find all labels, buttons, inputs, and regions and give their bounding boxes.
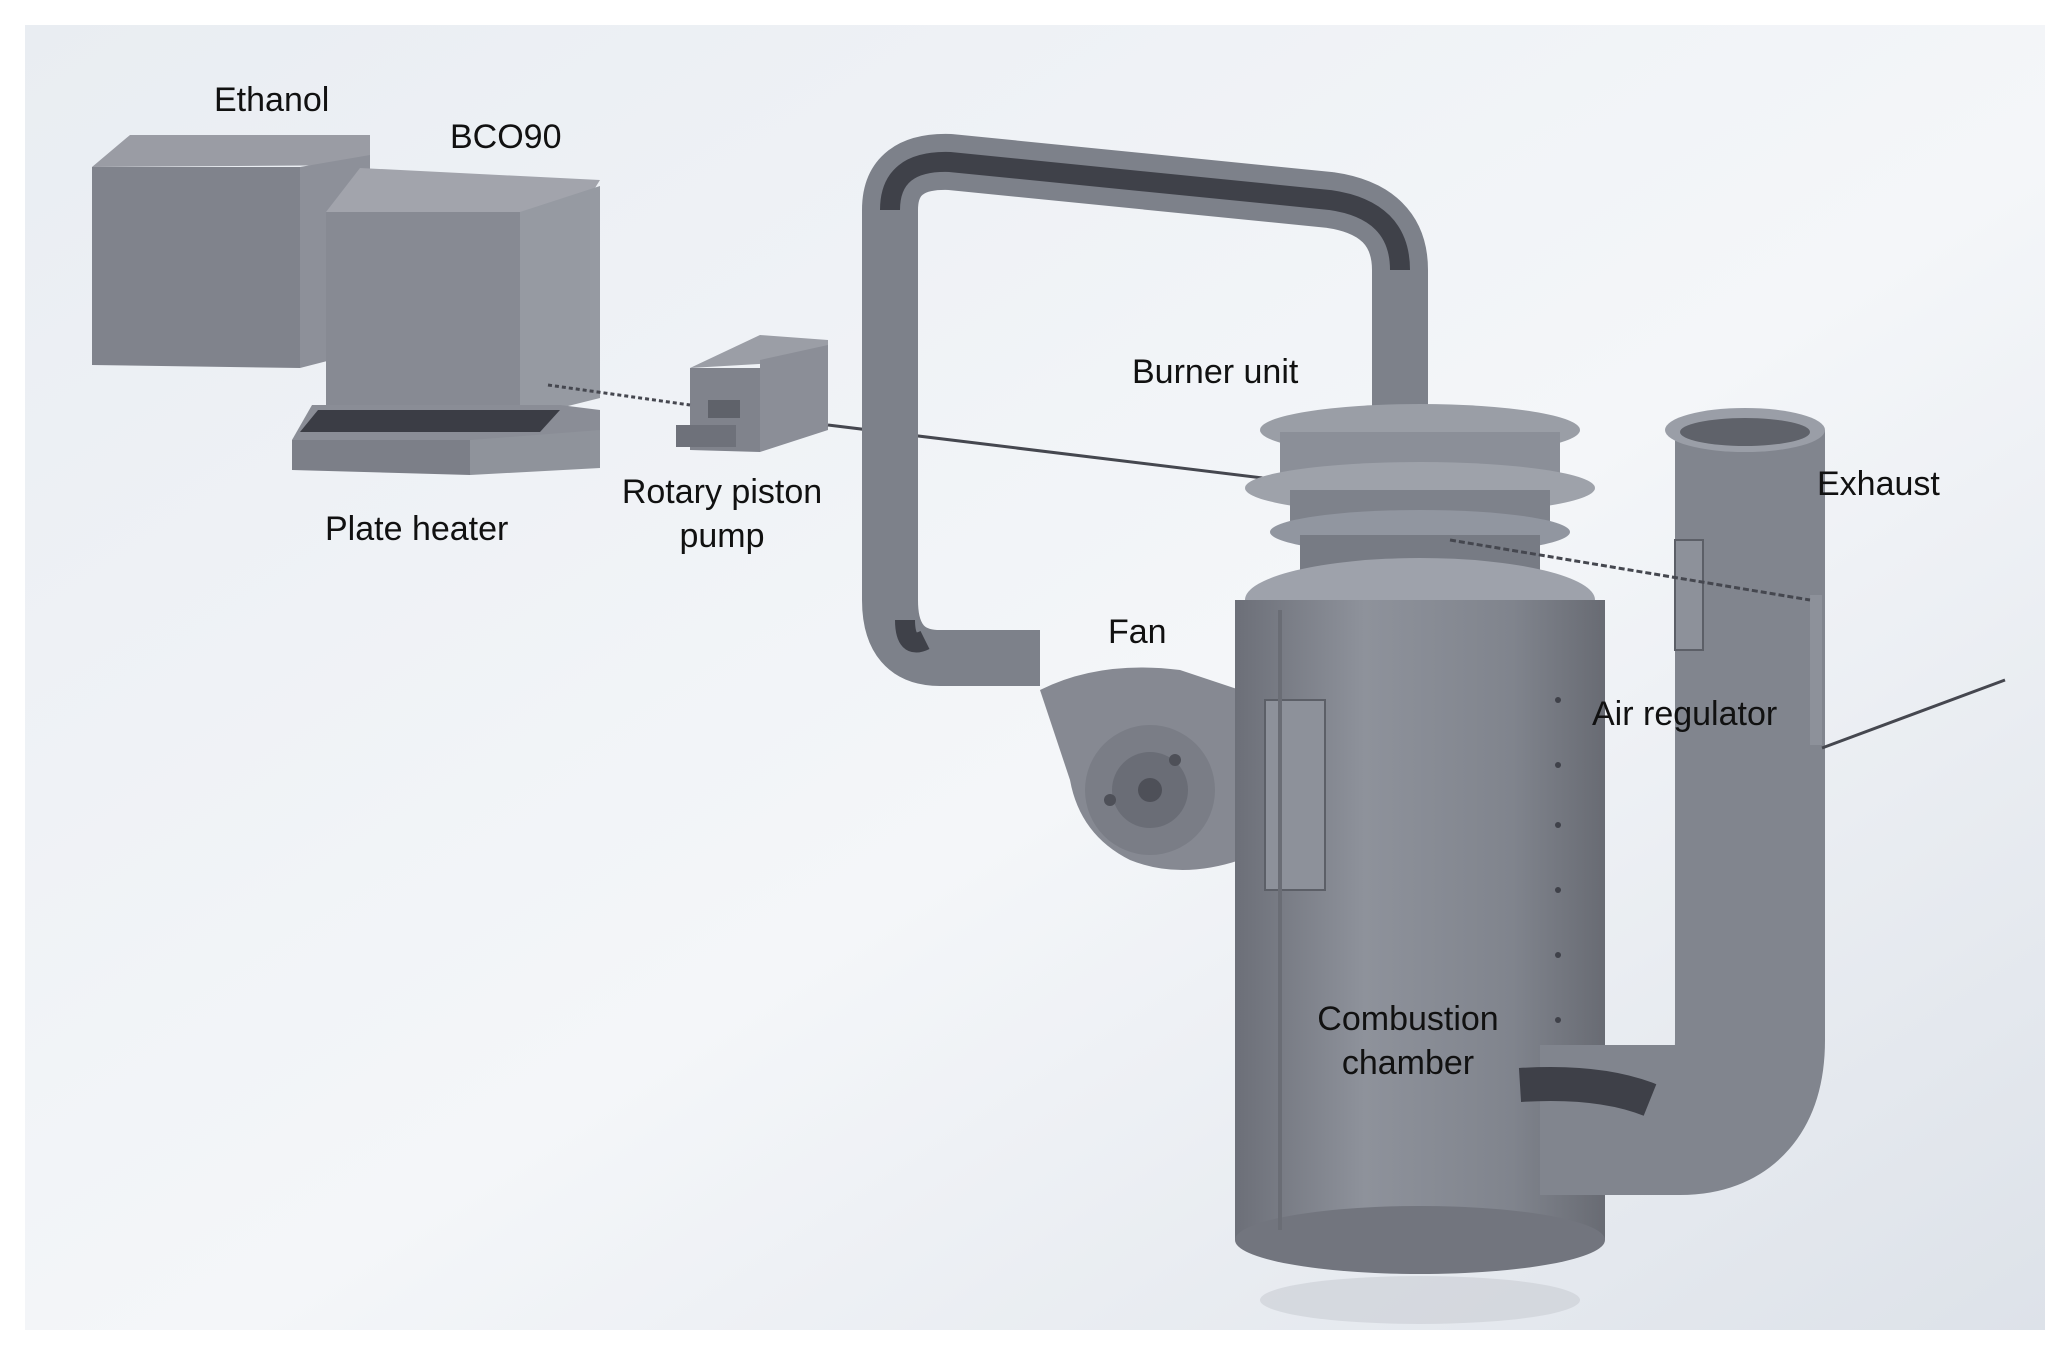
rotary-piston-pump	[676, 335, 828, 452]
burner-unit	[1245, 404, 1595, 570]
bco90-tank	[326, 168, 600, 418]
combustion-chamber	[1235, 558, 1605, 1324]
label-combustion-chamber: Combustion chamber	[1317, 997, 1498, 1085]
label-bco90: BCO90	[450, 118, 562, 156]
air-regulator	[1449, 538, 2006, 750]
plate-heater	[292, 405, 600, 475]
label-chamber-line2: chamber	[1341, 1044, 1475, 1083]
label-fan: Fan	[1108, 613, 1167, 651]
label-plate-heater: Plate heater	[325, 510, 509, 548]
label-burner-unit: Burner unit	[1132, 353, 1299, 391]
label-pump-line1: Rotary piston	[621, 473, 823, 511]
fan	[1040, 667, 1240, 870]
air-duct-loop	[862, 133, 1428, 686]
label-air-regulator: Air regulator	[1592, 695, 1778, 733]
label-chamber-line1: Combustion	[1317, 1000, 1499, 1038]
label-ethanol: Ethanol	[214, 81, 330, 119]
exhaust-pipe	[1518, 408, 1825, 1195]
label-pump-line2: pump	[679, 517, 765, 556]
label-rotary-piston-pump: Rotary piston pump	[622, 470, 822, 558]
label-exhaust: Exhaust	[1817, 465, 1940, 503]
